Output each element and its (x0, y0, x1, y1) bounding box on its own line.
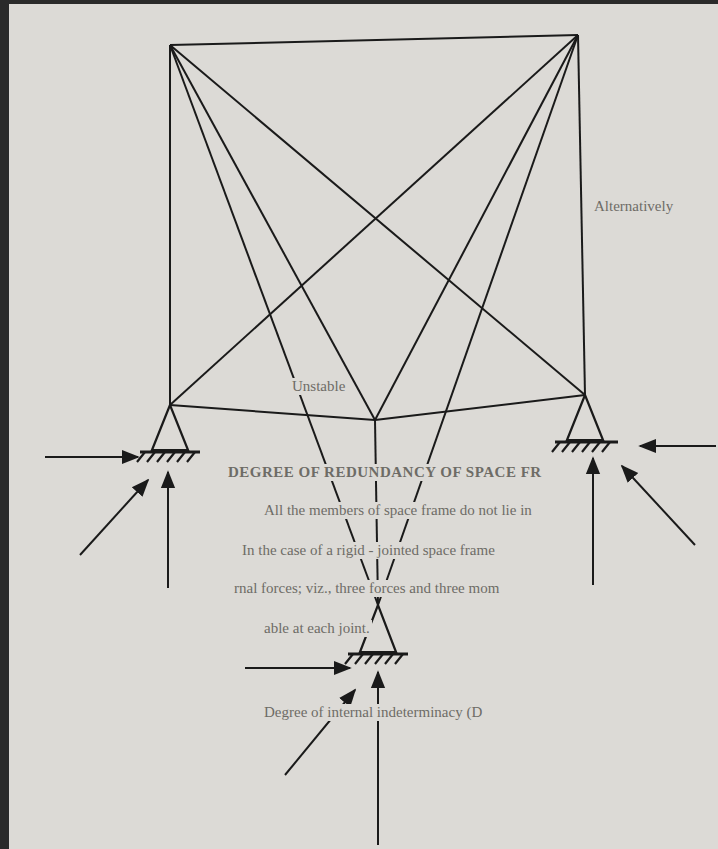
background-text: DEGREE OF REDUNDANCY OF SPACE FR (226, 464, 544, 481)
background-text: Unstable (290, 378, 347, 395)
reaction-arrows (45, 446, 716, 845)
background-text: Degree of internal indeterminacy (D (262, 704, 484, 721)
background-text: In the case of a rigid - jointed space f… (240, 542, 497, 559)
background-text: rnal forces; viz., three forces and thre… (232, 580, 501, 597)
background-text: All the members of space frame do not li… (262, 502, 534, 519)
page-edge (0, 0, 9, 849)
background-text: able at each joint. (262, 620, 372, 637)
page-edge (0, 0, 718, 4)
pin-supports (137, 395, 618, 664)
truss-members (170, 35, 585, 605)
background-text: Alternatively (592, 198, 675, 215)
